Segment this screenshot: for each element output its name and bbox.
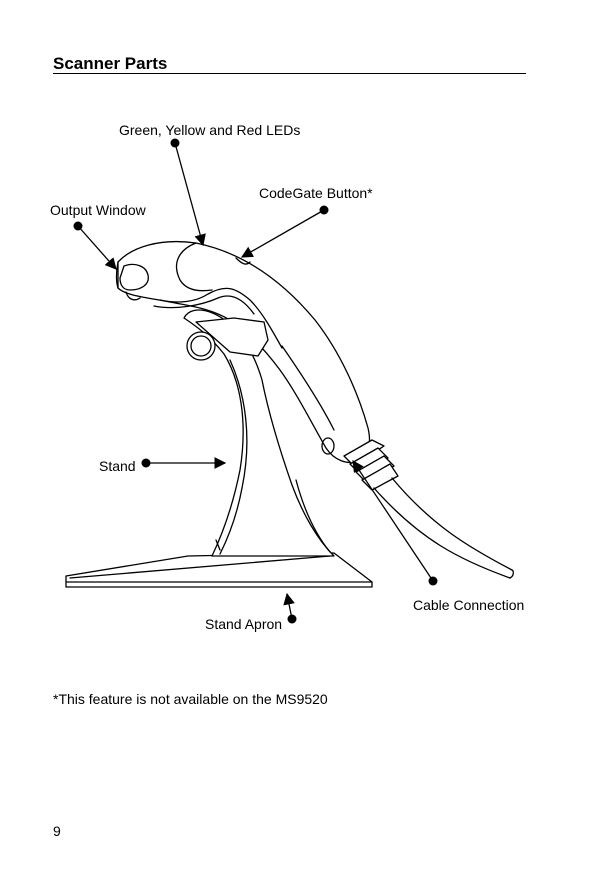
leds-label: Green, Yellow and Red LEDs — [119, 122, 301, 138]
cable-connection-leader — [352, 460, 434, 582]
cable-shape — [343, 439, 514, 579]
stand-apron-shape — [65, 552, 373, 588]
output-window-dot — [73, 221, 83, 231]
stand-apron-dot — [287, 614, 297, 624]
output-window-leader — [77, 225, 117, 270]
scanner-handle-shape — [115, 240, 371, 463]
leds-dot — [170, 138, 180, 148]
cable-connection-label: Cable Connection — [413, 597, 525, 613]
page-number: 9 — [53, 823, 61, 839]
section-heading: Scanner Parts — [53, 54, 168, 73]
heading-rule — [53, 73, 526, 74]
stand-dot — [141, 458, 151, 468]
cable-connection-dot — [428, 576, 438, 586]
stand-apron-label: Stand Apron — [205, 616, 283, 632]
output-window-label: Output Window — [50, 202, 146, 218]
footnote: *This feature is not available on the MS… — [53, 691, 328, 707]
codegate-leader — [240, 209, 325, 258]
codegate-button-label: CodeGate Button* — [259, 185, 373, 201]
leds-leader — [174, 142, 206, 247]
stand-label: Stand — [99, 458, 136, 474]
codegate-dot — [319, 205, 329, 215]
